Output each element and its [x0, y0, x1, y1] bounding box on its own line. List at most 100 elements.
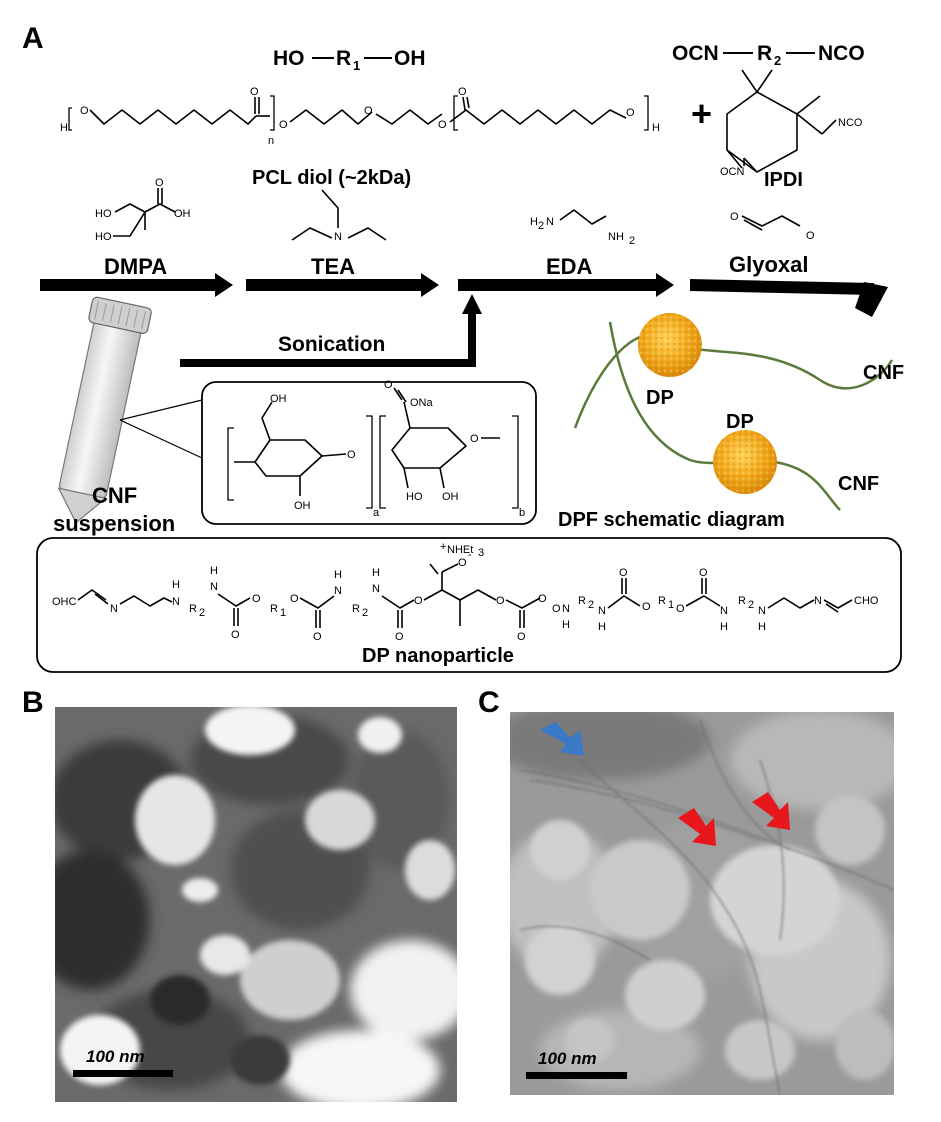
svg-text:1: 1 — [353, 58, 360, 73]
svg-text:H: H — [598, 621, 606, 633]
svg-text:H: H — [372, 567, 380, 579]
svg-text:O: O — [496, 595, 505, 607]
svg-text:H: H — [334, 569, 342, 581]
svg-text:HO: HO — [95, 231, 112, 243]
svg-text:OHC: OHC — [52, 596, 77, 608]
tem-image-c: 100 nm — [510, 712, 894, 1095]
svg-text:R: R — [352, 603, 360, 615]
arrow-red-icon — [678, 808, 716, 846]
svg-text:n: n — [268, 135, 274, 147]
scale-bar-b-label: 100 nm — [86, 1047, 145, 1066]
svg-text:O: O — [517, 631, 526, 643]
cellulose-callout: OH OH O a O ONa HO OH O b — [119, 379, 537, 525]
svg-text:H: H — [720, 621, 728, 633]
svg-text:O: O — [252, 593, 261, 605]
svg-text:O: O — [80, 105, 89, 117]
dp-label-2: DP — [726, 411, 754, 433]
cnf-label-1: CNF — [863, 362, 904, 384]
svg-text:H: H — [562, 619, 570, 631]
svg-text:O: O — [438, 119, 447, 131]
dp-nanoparticle-box: OHC N N H R 2 N H O O R 1 O O N H R 2 N … — [36, 537, 902, 673]
dpf-schematic: DP DP CNF CNF DPF schematic diagram — [558, 313, 904, 531]
svg-text:2: 2 — [199, 607, 205, 619]
svg-text:OH: OH — [270, 393, 287, 405]
svg-text:OH: OH — [294, 500, 311, 512]
svg-text:N: N — [110, 603, 118, 615]
svg-text:O: O — [279, 119, 288, 131]
svg-text:N: N — [334, 231, 342, 243]
plus-sign: + — [691, 93, 712, 134]
svg-text:O: O — [347, 449, 356, 461]
svg-text:H: H — [758, 621, 766, 633]
arrow-blue-icon — [540, 722, 584, 756]
svg-text:R: R — [738, 595, 746, 607]
eda-label: EDA — [546, 254, 593, 279]
svg-text:O: O — [730, 211, 739, 223]
svg-text:O: O — [699, 567, 708, 579]
svg-text:2: 2 — [362, 607, 368, 619]
svg-text:N: N — [372, 583, 380, 595]
svg-text:O: O — [155, 177, 164, 189]
svg-text:O: O — [552, 603, 561, 615]
svg-text:1: 1 — [280, 607, 286, 619]
svg-text:b: b — [519, 507, 525, 519]
glyoxal-label: Glyoxal — [729, 252, 808, 277]
svg-text:a: a — [373, 507, 380, 519]
svg-text:NCO: NCO — [838, 117, 863, 129]
cnf-suspension-label-2: suspension — [53, 511, 175, 536]
glyoxal-structure: O O Glyoxal — [729, 211, 815, 277]
svg-text:NH: NH — [608, 231, 624, 243]
svg-text:N: N — [172, 596, 180, 608]
svg-text:O: O — [676, 603, 685, 615]
panel-label-c: C — [478, 686, 500, 719]
svg-text:O: O — [414, 595, 423, 607]
svg-text:OH: OH — [394, 47, 426, 70]
svg-text:R: R — [189, 603, 197, 615]
svg-text:ONa: ONa — [410, 397, 434, 409]
dmpa-structure: HO HO O OH DMPA — [95, 177, 191, 279]
svg-text:CHO: CHO — [854, 595, 879, 607]
svg-text:O: O — [231, 629, 240, 641]
svg-text:O: O — [364, 105, 373, 117]
svg-text:N: N — [562, 603, 570, 615]
panel-label-b: B — [22, 686, 44, 719]
svg-text:HO: HO — [406, 491, 423, 503]
svg-text:N: N — [720, 605, 728, 617]
svg-text:OCN: OCN — [672, 42, 719, 65]
svg-text:O: O — [313, 631, 322, 643]
svg-text:O: O — [626, 107, 635, 119]
svg-text:R: R — [757, 42, 772, 65]
dp-label-1: DP — [646, 387, 674, 409]
svg-text:N: N — [598, 605, 606, 617]
svg-text:NCO: NCO — [818, 42, 865, 65]
svg-text:2: 2 — [538, 220, 544, 232]
svg-text:-: - — [468, 549, 472, 561]
panel-label-a: A — [22, 22, 44, 55]
svg-text:O: O — [458, 86, 467, 98]
svg-text:2: 2 — [774, 53, 781, 68]
svg-text:N: N — [546, 216, 554, 228]
svg-text:OH: OH — [174, 208, 191, 220]
ipdi-structure: NCO OCN IPDI — [720, 69, 863, 191]
svg-text:2: 2 — [748, 599, 754, 611]
svg-text:2: 2 — [629, 235, 635, 247]
svg-text:N: N — [814, 595, 822, 607]
dpf-caption: DPF schematic diagram — [558, 509, 785, 531]
svg-text:2: 2 — [588, 599, 594, 611]
arrow-red-icon-2 — [752, 792, 790, 830]
sonication-label: Sonication — [278, 333, 385, 356]
svg-text:H: H — [60, 122, 68, 134]
svg-text:O: O — [290, 593, 299, 605]
svg-text:R: R — [578, 595, 586, 607]
svg-text:O: O — [538, 593, 547, 605]
svg-text:H: H — [652, 122, 660, 134]
svg-text:O: O — [642, 601, 651, 613]
svg-text:OCN: OCN — [720, 166, 745, 178]
scale-bar-c — [526, 1072, 627, 1079]
svg-text:H: H — [210, 565, 218, 577]
svg-text:OH: OH — [442, 491, 459, 503]
pcl-diol-label: PCL diol (~2kDa) — [252, 167, 411, 189]
svg-text:R: R — [336, 47, 351, 70]
svg-text:O: O — [619, 567, 628, 579]
